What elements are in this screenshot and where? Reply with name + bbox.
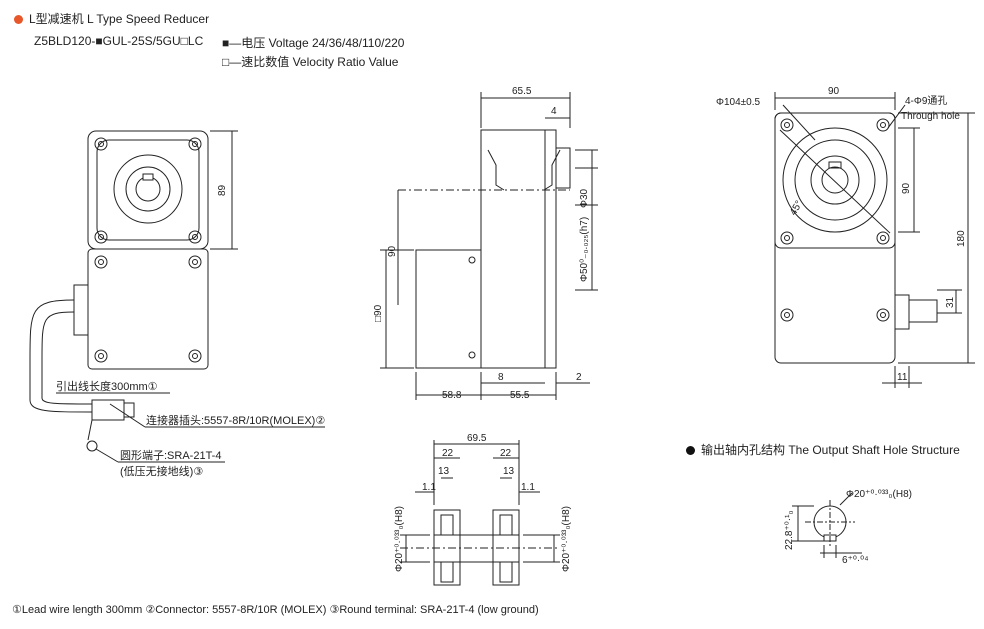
dim-square-90: □90 bbox=[373, 304, 384, 322]
dim-2: 2 bbox=[576, 372, 582, 383]
top-view bbox=[774, 92, 975, 388]
title-text: L型减速机 L Type Speed Reducer bbox=[29, 12, 210, 26]
callout-connector: 连接器插头:5557-8R/10R(MOLEX)② bbox=[146, 413, 325, 427]
dim-holes: 4-Φ9通孔 bbox=[905, 95, 947, 107]
dim-65-5: 65.5 bbox=[512, 86, 532, 97]
shaft-dim-20: Φ20⁺⁰·⁰³³₀(H8) bbox=[846, 489, 912, 500]
dim-20-right: Φ20⁺⁰·⁰³³₀(H8) bbox=[561, 506, 572, 572]
dim-69-5: 69.5 bbox=[467, 433, 487, 444]
option-voltage: ■—电压 Voltage 24/36/48/110/220 bbox=[222, 36, 405, 50]
header-title: L型减速机 L Type Speed Reducer bbox=[14, 10, 209, 27]
dim-89: 89 bbox=[217, 184, 228, 196]
dim-55-5: 55.5 bbox=[510, 390, 530, 401]
front-view bbox=[29, 130, 325, 463]
dim-through-hole: Through hole bbox=[901, 111, 960, 122]
dim-22-left: 22 bbox=[442, 448, 454, 459]
model-code: Z5BLD120-■GUL-25S/5GU□LC bbox=[34, 34, 204, 48]
callout-terminal: 圆形端子:SRA-21T-4 bbox=[120, 449, 221, 462]
shaft-section-title-text: 输出轴内孔结构 The Output Shaft Hole Structure bbox=[701, 443, 960, 457]
dim-30: Φ30 bbox=[579, 188, 590, 208]
dim-13-right: 13 bbox=[503, 466, 515, 477]
dim-4: 4 bbox=[551, 106, 557, 117]
section-bullet-icon bbox=[686, 446, 695, 456]
dim-90-side: 90 bbox=[387, 245, 398, 257]
shaft-hole-view bbox=[792, 492, 862, 558]
dim-31: 31 bbox=[945, 296, 956, 308]
dim-104: Φ104±0.5 bbox=[716, 97, 760, 108]
dim-180: 180 bbox=[956, 230, 967, 247]
dim-20-left: Φ20⁺⁰·⁰³³₀(H8) bbox=[394, 506, 405, 572]
dim-13-left: 13 bbox=[438, 466, 450, 477]
dim-58-8: 58.8 bbox=[442, 390, 462, 401]
side-view bbox=[380, 92, 598, 400]
dim-90-top: 90 bbox=[828, 86, 840, 97]
dim-45-deg: 45° bbox=[788, 199, 805, 218]
title-bullet-icon bbox=[14, 15, 23, 25]
dim-1-1-left: 1.1 bbox=[422, 482, 436, 493]
callout-terminal-note: (低压无接地线)③ bbox=[120, 464, 203, 478]
dim-50: Φ50⁰₋₀.₀₂₅(h7) bbox=[579, 217, 590, 282]
shaft-dim-22-8: 22.8⁺⁰·¹₀ bbox=[784, 510, 795, 550]
shaft-section-title: 输出轴内孔结构 The Output Shaft Hole Structure bbox=[686, 441, 960, 458]
option-ratio: □—速比数值 Velocity Ratio Value bbox=[222, 55, 399, 69]
footer-note: ①Lead wire length 300mm ②Connector: 5557… bbox=[12, 604, 539, 616]
dim-90-right: 90 bbox=[901, 182, 912, 194]
dim-11: 11 bbox=[897, 372, 908, 383]
callout-lead-wire: 引出线长度300mm① bbox=[56, 379, 158, 393]
dim-1-1-right: 1.1 bbox=[521, 482, 535, 493]
dim-8: 8 bbox=[498, 372, 504, 383]
shaft-section-view bbox=[400, 440, 560, 586]
dim-22-right: 22 bbox=[500, 448, 512, 459]
shaft-dim-6: 6⁺⁰·⁰⁴ bbox=[842, 555, 868, 566]
